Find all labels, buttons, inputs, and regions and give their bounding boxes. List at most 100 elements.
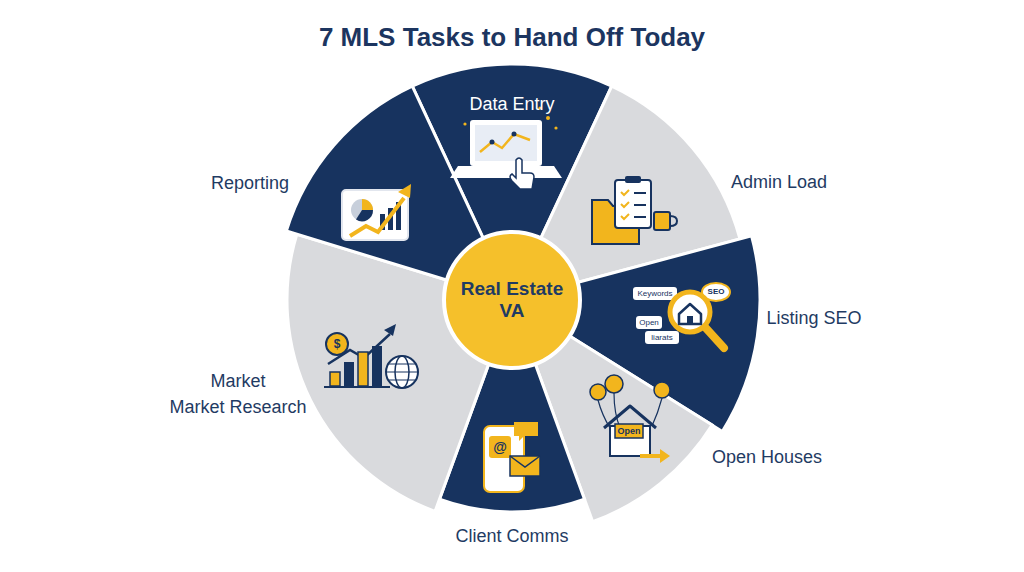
bar	[380, 214, 385, 230]
chat-bubble	[514, 422, 538, 441]
icon-label: @	[493, 440, 507, 454]
bar	[396, 202, 401, 230]
arrow-shaft	[640, 454, 662, 458]
node-outline	[439, 227, 585, 373]
phone	[484, 426, 524, 492]
icon-label: $	[334, 338, 341, 350]
segment-label: Open Houses	[712, 447, 822, 468]
magnifier-lens	[670, 292, 710, 332]
growth-arrow	[350, 198, 404, 236]
globe-meridian	[395, 356, 409, 388]
segment-label: Market	[210, 371, 265, 392]
pie-slice	[362, 199, 373, 210]
sparkle	[538, 106, 541, 109]
hub-circle-shape	[444, 232, 580, 368]
chart-dot	[490, 140, 495, 145]
bar	[372, 346, 382, 386]
growth-arrow-head	[398, 184, 411, 198]
segment-label: Client Comms	[455, 526, 568, 547]
balloon	[654, 382, 670, 398]
seo-tag	[702, 283, 730, 301]
globe-parallels	[386, 364, 418, 380]
trend-arrow	[328, 334, 390, 364]
segment-shape	[412, 64, 611, 300]
segment-shape	[287, 234, 512, 511]
check-marks	[621, 190, 629, 219]
trend-arrow-head	[384, 324, 396, 336]
envelope-flap	[510, 456, 540, 467]
chart-line	[480, 134, 530, 152]
report-icon	[342, 184, 411, 240]
seo-icon	[633, 283, 730, 348]
segment-shape	[286, 86, 512, 300]
bar	[388, 208, 393, 230]
house-symbol	[679, 304, 701, 324]
pie-chart	[351, 199, 373, 221]
tablet	[342, 190, 408, 240]
comms-icon	[484, 422, 540, 492]
arrow-head	[660, 449, 670, 463]
open-house-icon	[590, 375, 670, 463]
mug-handle	[670, 216, 677, 226]
segment-shape	[439, 300, 584, 512]
folder	[592, 200, 639, 244]
laptop-icon	[450, 106, 562, 189]
icon-label: Open	[639, 319, 659, 327]
coin	[326, 333, 348, 355]
sparkle	[546, 116, 550, 120]
balloon	[605, 375, 623, 393]
icon-label: SEO	[708, 288, 725, 296]
laptop-base	[450, 166, 562, 178]
market-icon	[324, 324, 418, 388]
segment-label: Data Entry	[469, 94, 554, 115]
envelope	[510, 456, 540, 476]
baseline	[324, 386, 390, 388]
segment-label: Admin Load	[731, 172, 827, 193]
bar	[330, 372, 340, 386]
segment-label: Market Research	[169, 397, 306, 418]
segment-label: Reporting	[211, 173, 289, 194]
globe	[386, 356, 418, 388]
admin-icon	[592, 176, 677, 244]
magnifier-handle	[704, 326, 724, 348]
open-sign	[615, 424, 643, 438]
house-roof	[604, 406, 656, 428]
segment-label: Listing SEO	[766, 308, 861, 329]
clipboard	[615, 180, 651, 228]
pie-slice	[356, 210, 373, 221]
balloon	[590, 384, 606, 400]
house-body	[610, 426, 650, 456]
segment-shape	[512, 86, 740, 300]
keyword-tag	[633, 287, 677, 300]
house-door	[687, 316, 693, 324]
hub-label: Real Estate VA	[452, 278, 572, 322]
laptop-screen	[470, 120, 542, 166]
bar	[344, 362, 354, 386]
mug	[654, 212, 670, 230]
keyword-tag	[636, 316, 662, 329]
segment-shape	[512, 236, 760, 432]
clipboard-clip	[625, 176, 641, 183]
icon-label: liarats	[651, 334, 672, 342]
sparkle	[463, 122, 466, 125]
screen-panel	[475, 125, 537, 161]
keyword-tag	[645, 331, 679, 344]
balloon-strings	[598, 393, 662, 428]
list-lines	[634, 193, 646, 217]
segment-shape	[512, 300, 712, 522]
